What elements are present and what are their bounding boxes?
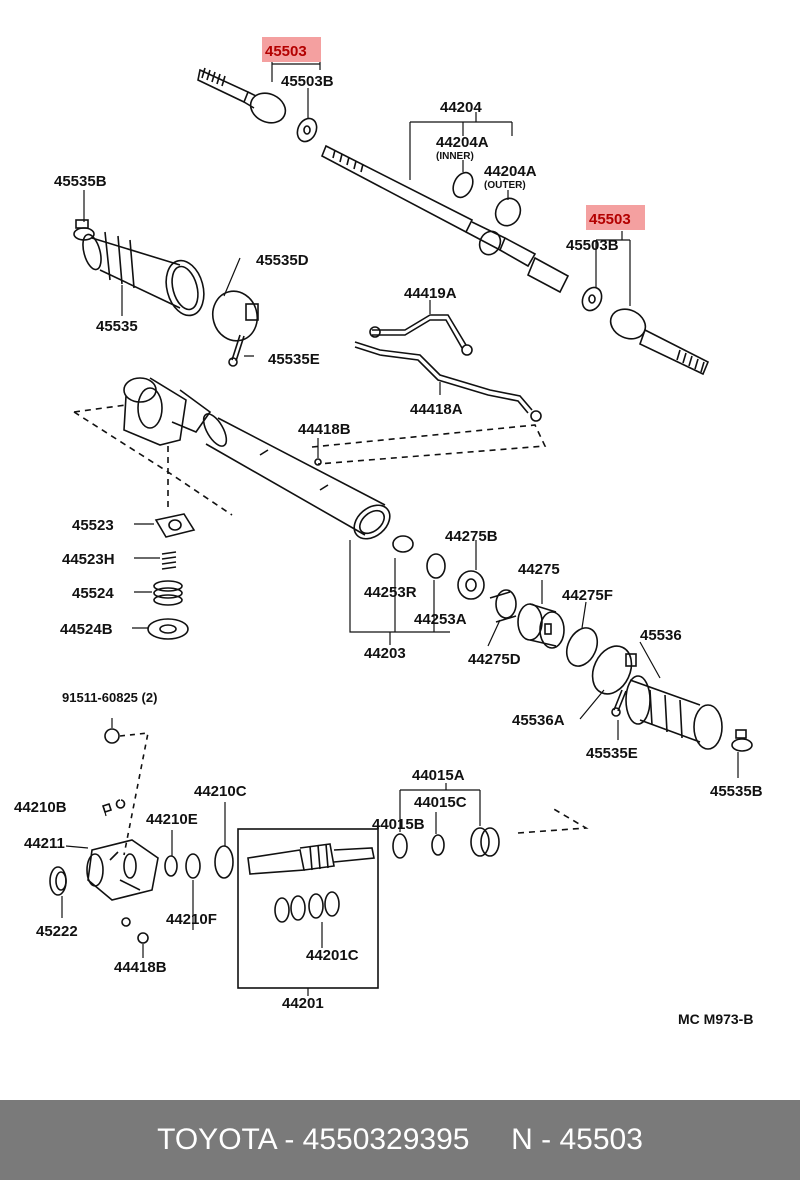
ring-44204A-inner xyxy=(452,171,474,199)
label-45503B-right: 45503B xyxy=(566,237,619,254)
label-44015C: 44015C xyxy=(414,794,467,811)
ring-44275F xyxy=(565,627,599,667)
dashed-guide-bottom xyxy=(517,807,589,834)
cap-44418B-bottom xyxy=(137,932,149,944)
nut-44524B xyxy=(147,618,189,640)
pinion-shaft xyxy=(247,843,375,875)
bushing-44275 xyxy=(517,603,565,649)
label-45535B-top: 45535B xyxy=(54,173,107,190)
cylinder-44275D xyxy=(489,589,517,623)
ring-44210E xyxy=(164,855,178,877)
tie-rod-top-left xyxy=(197,67,287,124)
tie-rod-right xyxy=(609,308,710,376)
label-44210F: 44210F xyxy=(166,911,217,928)
boot-45535 xyxy=(82,231,205,317)
dashed-guide-left xyxy=(73,404,233,516)
label-44210E: 44210E xyxy=(146,811,198,828)
boot-45536 xyxy=(625,675,723,750)
pipe-44419A xyxy=(369,314,473,356)
part-labels: 45503 45503B 44204 44204A (INNER) 44204A… xyxy=(14,43,763,1027)
rack-44204 xyxy=(320,144,570,294)
ring-44015B xyxy=(392,833,408,859)
label-44523H: 44523H xyxy=(62,551,115,568)
ring-44253A xyxy=(426,553,446,579)
ring-44204A-outer xyxy=(494,197,522,227)
label-44204A-outer: 44204A xyxy=(484,163,537,180)
label-45535E-bottom: 45535E xyxy=(586,745,638,762)
bush-44275B xyxy=(457,570,485,600)
label-45536A: 45536A xyxy=(512,712,565,729)
label-45503-right: 45503 xyxy=(589,211,631,228)
label-inner: (INNER) xyxy=(436,151,474,162)
label-45535E-top: 45535E xyxy=(268,351,320,368)
plug-45523 xyxy=(154,513,196,538)
label-44275D: 44275D xyxy=(468,651,521,668)
parts-diagram: 45503 45503B 44204 44204A (INNER) 44204A… xyxy=(14,37,763,1027)
label-44204A-inner: 44204A xyxy=(436,134,489,151)
label-44015B: 44015B xyxy=(372,816,425,833)
label-44418B-top: 44418B xyxy=(298,421,351,438)
seal-45222 xyxy=(49,866,67,896)
pipe-44418A xyxy=(354,341,542,422)
leader-lines xyxy=(61,62,739,996)
label-44253A: 44253A xyxy=(414,611,467,628)
washer-45503B-top xyxy=(296,117,318,143)
label-44275F: 44275F xyxy=(562,587,613,604)
label-45535: 45535 xyxy=(96,318,138,335)
rings-44201C xyxy=(274,891,340,923)
label-45536: 45536 xyxy=(640,627,682,644)
label-45524: 45524 xyxy=(72,585,114,602)
label-44210B: 44210B xyxy=(14,799,67,816)
label-45523: 45523 xyxy=(72,517,114,534)
label-44275B: 44275B xyxy=(445,528,498,545)
clip-45535B-top xyxy=(73,219,95,241)
ring-44015C xyxy=(431,834,445,856)
dashed-guide-right xyxy=(311,424,547,465)
valve-body-44211 xyxy=(86,839,159,901)
spring-45524 xyxy=(153,580,183,606)
label-44418B-bottom: 44418B xyxy=(114,959,167,976)
bearing-44015A xyxy=(470,827,500,857)
label-44015A: 44015A xyxy=(412,767,465,784)
ring-44253R xyxy=(392,535,414,553)
gear-housing-44203 xyxy=(123,377,391,540)
clip-45535B-bottom xyxy=(731,729,753,752)
label-44201: 44201 xyxy=(282,995,324,1012)
label-44201C: 44201C xyxy=(306,947,359,964)
bolt-44210B xyxy=(101,799,126,814)
diagram-code: MC M973-B xyxy=(678,1011,753,1027)
label-45503B-top: 45503B xyxy=(281,73,334,90)
label-44203: 44203 xyxy=(364,645,406,662)
footer-text: TOYOTA - 4550329395 N - 45503 xyxy=(157,1123,643,1156)
label-45535D: 45535D xyxy=(256,252,309,269)
label-45503-top: 45503 xyxy=(265,43,307,60)
label-44524B: 44524B xyxy=(60,621,113,638)
ring-44210F xyxy=(185,853,201,879)
screw-45535E-top xyxy=(228,334,245,367)
label-91511-60825: 91511-60825 (2) xyxy=(62,690,157,705)
dashed-guide-bolt xyxy=(119,732,149,856)
footer-banner: TOYOTA - 4550329395 N - 45503 xyxy=(0,1100,800,1180)
clamp-45535D xyxy=(211,290,259,342)
label-outer: (OUTER) xyxy=(484,180,526,191)
bolt-91511 xyxy=(104,728,120,744)
clamp-45536A xyxy=(591,645,637,695)
label-44419A: 44419A xyxy=(404,285,457,302)
label-44418A: 44418A xyxy=(410,401,463,418)
label-45222: 45222 xyxy=(36,923,78,940)
label-44210C: 44210C xyxy=(194,783,247,800)
highlight-45503-right xyxy=(586,205,645,230)
label-44253R: 44253R xyxy=(364,584,417,601)
group-box-44201 xyxy=(237,828,379,989)
label-45535B-bottom: 45535B xyxy=(710,783,763,800)
spring-44523H xyxy=(161,551,177,570)
label-44211: 44211 xyxy=(24,835,65,852)
washer-45503B-right xyxy=(581,286,603,312)
label-44275: 44275 xyxy=(518,561,560,578)
highlight-45503-top xyxy=(262,37,321,62)
screw-45535E-bottom xyxy=(611,689,627,717)
label-44204: 44204 xyxy=(440,99,482,116)
ring-44210C xyxy=(214,845,234,879)
